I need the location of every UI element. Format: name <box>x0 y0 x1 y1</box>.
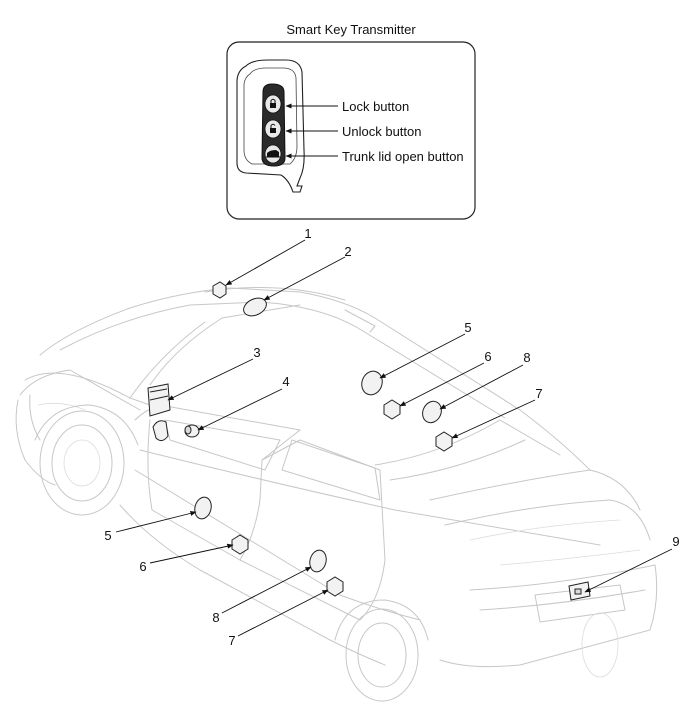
callout-3: 3 <box>253 345 260 360</box>
lock-icon <box>270 98 276 108</box>
callout-5-top: 5 <box>464 320 471 335</box>
trunk-icon <box>266 150 280 158</box>
car-outline <box>15 287 658 702</box>
unlock-button-label: Unlock button <box>342 124 422 139</box>
callout-9: 9 <box>672 534 679 549</box>
callout-4: 4 <box>282 374 289 389</box>
part-7-top <box>435 431 453 452</box>
smart-key-inset: Smart Key Transmitter <box>226 22 476 220</box>
inset-title: Smart Key Transmitter <box>286 22 416 37</box>
callout-8-bottom: 8 <box>212 610 219 625</box>
callout-7-bottom: 7 <box>228 633 235 648</box>
components <box>147 281 591 601</box>
callout-8-top: 8 <box>523 350 530 365</box>
trunk-button-label: Trunk lid open button <box>342 149 464 164</box>
side-mirror <box>152 420 169 442</box>
unlock-icon <box>270 123 276 133</box>
callout-2: 2 <box>344 244 351 259</box>
smart-key-fob <box>236 59 305 193</box>
part-8-top <box>422 400 442 424</box>
callout-6-bottom: 6 <box>139 559 146 574</box>
lock-button-label: Lock button <box>342 99 409 114</box>
callout-leaders <box>115 239 673 637</box>
part-7-bottom <box>326 576 344 597</box>
part-6-bottom <box>231 534 249 555</box>
part-5-top <box>361 370 383 396</box>
part-3-module <box>147 383 171 417</box>
part-2-oval <box>243 297 267 317</box>
part-1-hex <box>212 281 227 299</box>
part-8-bottom <box>309 549 327 573</box>
callout-5-bottom: 5 <box>104 528 111 543</box>
callout-numbers: 1 2 3 4 5 6 8 7 5 6 8 7 9 <box>104 226 679 648</box>
callout-7-top: 7 <box>535 386 542 401</box>
part-5-bottom <box>194 496 212 520</box>
callout-6-top: 6 <box>484 349 491 364</box>
callout-1: 1 <box>304 226 311 241</box>
part-6-top <box>383 399 401 420</box>
